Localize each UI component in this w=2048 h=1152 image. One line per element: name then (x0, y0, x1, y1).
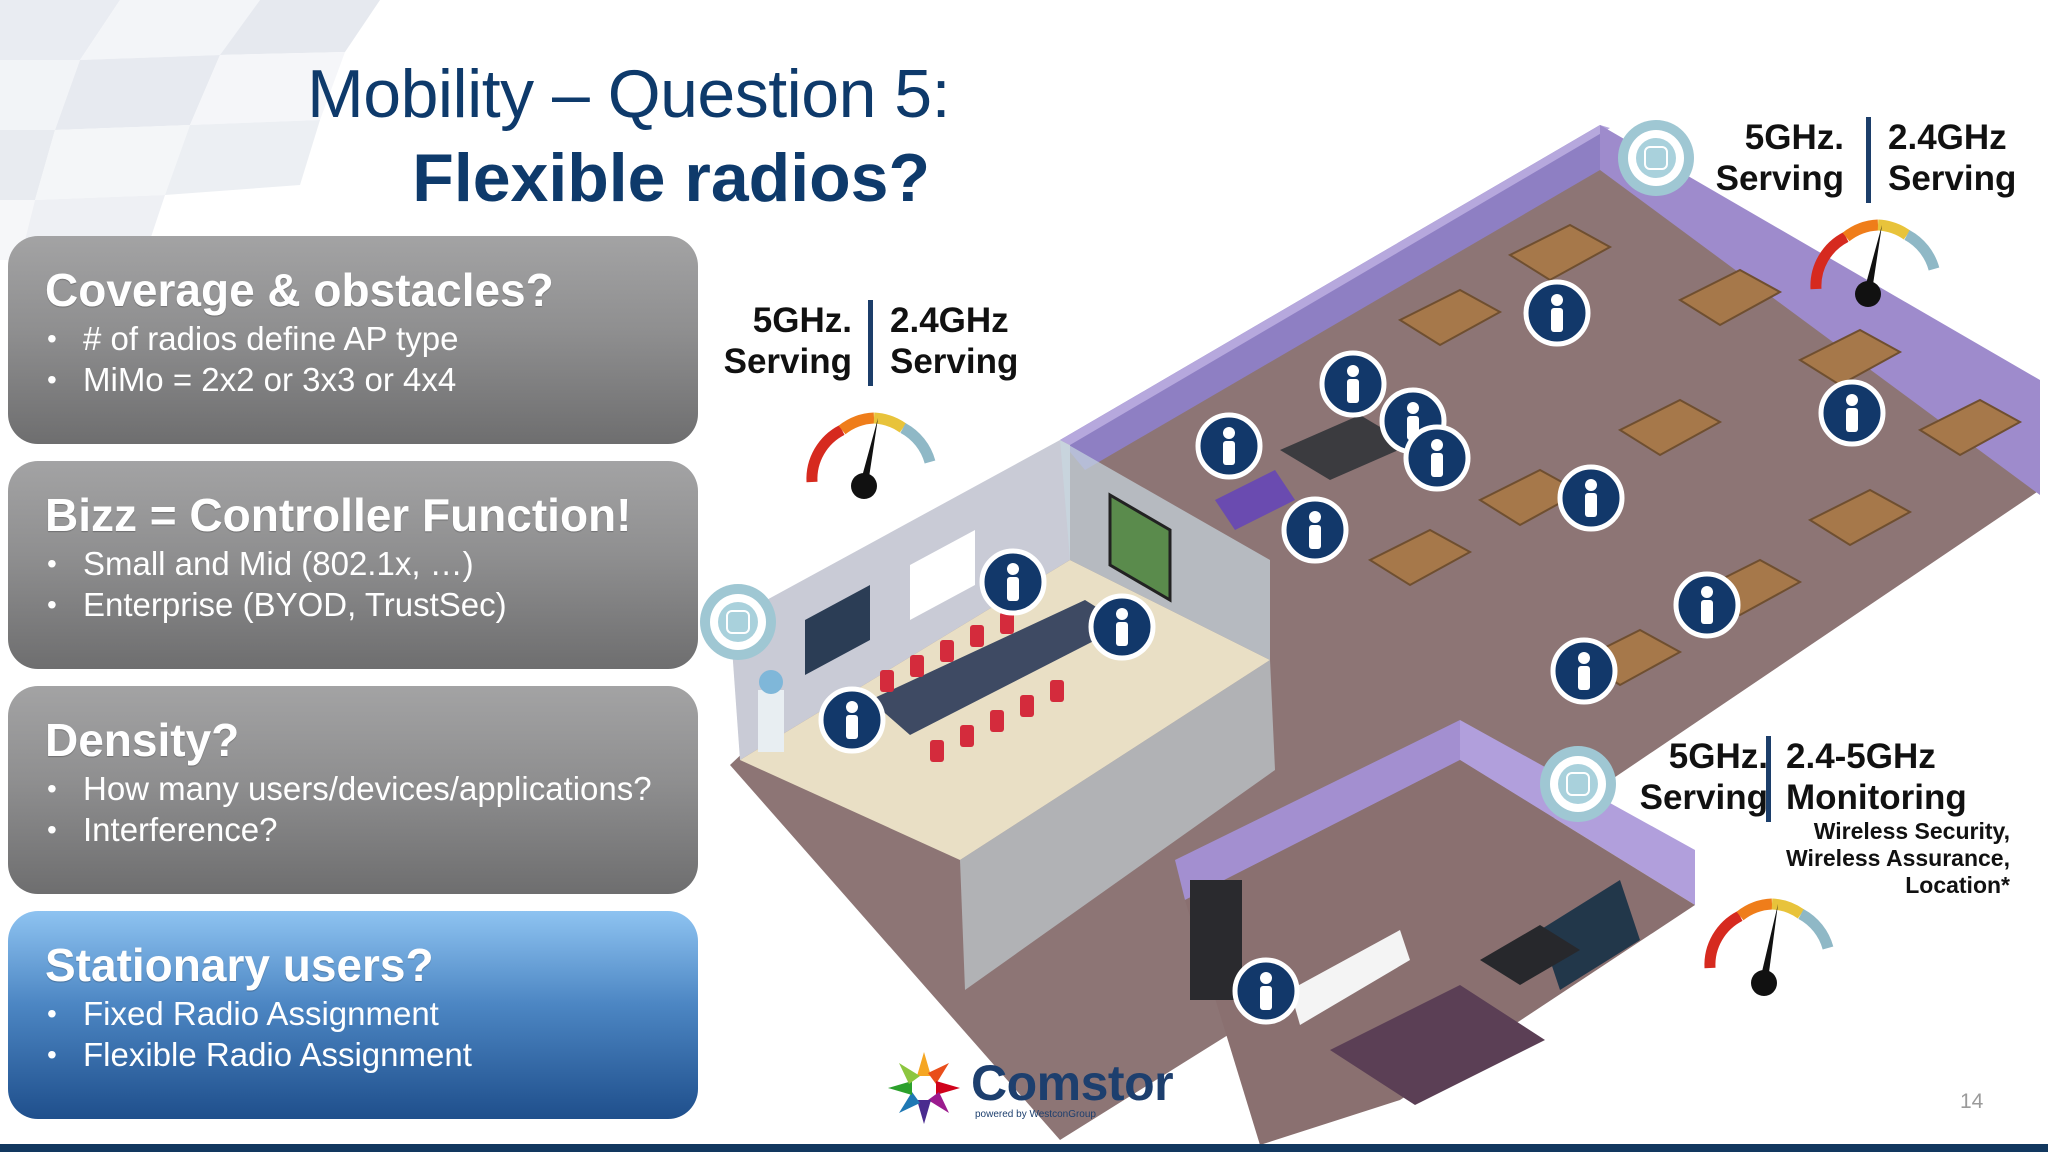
ap-label-top-right: 5GHz. Serving 2.4GHz Serving (1716, 117, 2016, 207)
band-text: 5GHz. (752, 301, 852, 340)
office-floorplan-illustration (700, 120, 2040, 1145)
band-divider (1866, 117, 1871, 203)
user-icon (1818, 379, 1886, 447)
meeting-table-center (1280, 415, 1410, 480)
band-text: Serving (1715, 159, 1844, 198)
band-text: Serving (723, 342, 852, 381)
note-text: Location* (1905, 872, 2010, 898)
card-title: Coverage & obstacles? (45, 264, 554, 316)
gauge-bottom-right (1704, 898, 1834, 996)
user-icon (1403, 424, 1471, 492)
comstor-logo-text: Comstor (971, 1055, 1174, 1111)
card-density: Density? How many users/devices/applicat… (8, 686, 698, 894)
footer-bar (0, 1144, 2048, 1152)
card-bullet: Fixed Radio Assignment (45, 993, 698, 1034)
comstor-logo-icon (888, 1052, 960, 1124)
band-text: 2.4-5GHz (1786, 737, 1936, 776)
lounge-rug (1330, 985, 1545, 1105)
band-col-2: 2.4GHz Serving (1888, 117, 2016, 199)
right-wall (1600, 125, 2040, 495)
access-point-icon-bottom-right (1540, 746, 1616, 822)
card-bullet: Enterprise (BYOD, TrustSec) (45, 584, 698, 625)
back-wall-top (1060, 125, 1610, 445)
user-icon (1550, 637, 1618, 705)
user-icon (1557, 464, 1625, 532)
monitoring-notes: Wireless Security, Wireless Assurance, L… (1786, 818, 2010, 899)
lounge-floor (1185, 760, 1695, 1145)
user-icon (1281, 496, 1349, 564)
water-cooler (758, 690, 784, 752)
title-line-2: Flexible radios? (412, 140, 930, 216)
user-icon (1195, 412, 1263, 480)
card-controller: Bizz = Controller Function! Small and Mi… (8, 461, 698, 669)
band-divider (868, 300, 873, 386)
band-col-2: 2.4GHz Serving (890, 300, 1018, 382)
band-text: Serving (1888, 159, 2017, 198)
user-badges (818, 279, 1886, 1025)
band-text: 2.4GHz (890, 301, 1009, 340)
user-icon (1232, 957, 1300, 1025)
ap-label-bottom-right: 5GHz. Serving 2.4-5GHz Monitoring (1616, 736, 2036, 826)
band-col-1: 5GHz. Serving (724, 300, 852, 382)
whiteboard (910, 530, 975, 620)
band-text: Serving (1639, 778, 1768, 817)
card-bullet: Flexible Radio Assignment (45, 1034, 698, 1075)
reception-desk (1290, 930, 1410, 1025)
conference-chairs (880, 612, 1064, 762)
gauge-left (806, 412, 936, 499)
band-col-1: 5GHz. Serving (1640, 736, 1768, 818)
card-coverage: Coverage & obstacles? # of radios define… (8, 236, 698, 444)
comstor-logo-tagline: powered by WestconGroup (975, 1109, 1096, 1120)
glass-partition (960, 660, 1275, 990)
conference-tv (805, 585, 870, 675)
lounge-wall-left (1175, 720, 1460, 900)
band-col-1: 5GHz. Serving (1716, 117, 1844, 199)
wall-painting (1108, 492, 1172, 603)
card-bullet: How many users/devices/applications? (45, 768, 698, 809)
card-title: Bizz = Controller Function! (45, 489, 632, 541)
card-stationary-users: Stationary users? Fixed Radio Assignment… (8, 911, 698, 1119)
note-text: Wireless Assurance, (1786, 845, 2010, 871)
band-text: 2.4GHz (1888, 118, 2007, 157)
conference-wall (730, 440, 1070, 760)
card-title: Stationary users? (45, 939, 434, 991)
note-text: Wireless Security, (1813, 818, 2010, 844)
user-icon (1319, 350, 1387, 418)
card-title: Density? (45, 714, 240, 766)
slide-title: Mobility – Question 5: Flexible radios? (0, 52, 950, 220)
page-number: 14 (1960, 1090, 1984, 1113)
card-bullet: Small and Mid (802.1x, …) (45, 543, 698, 584)
access-point-icon-left (700, 584, 776, 660)
coffee-table (1480, 925, 1580, 985)
access-point-icon-top-right (1618, 120, 1694, 196)
title-line-1: Mobility – Question 5: (307, 56, 950, 132)
band-text: 5GHz. (1744, 118, 1844, 157)
bookshelf (1190, 880, 1242, 1000)
band-divider (1766, 736, 1771, 822)
user-icon (1523, 279, 1591, 347)
band-text: Monitoring (1786, 778, 1967, 817)
user-icon (1673, 571, 1741, 639)
office-desks (1367, 223, 2023, 687)
band-text: Serving (890, 342, 1019, 381)
card-bullet: MiMo = 2x2 or 3x3 or 4x4 (45, 359, 698, 400)
ap-label-left: 5GHz. Serving 2.4GHz Serving (724, 300, 1024, 390)
band-text: 5GHz. (1668, 737, 1768, 776)
purple-sofa (1215, 470, 1295, 530)
card-bullet: Interference? (45, 809, 698, 850)
lounge-sofa (1540, 880, 1640, 990)
user-icon (818, 686, 886, 754)
conference-table (870, 600, 1125, 735)
user-icon (1088, 593, 1156, 661)
band-col-2: 2.4-5GHz Monitoring (1786, 736, 1967, 818)
user-icon (979, 548, 1047, 616)
card-bullet: # of radios define AP type (45, 318, 698, 359)
gauge-top-right (1810, 219, 1940, 307)
